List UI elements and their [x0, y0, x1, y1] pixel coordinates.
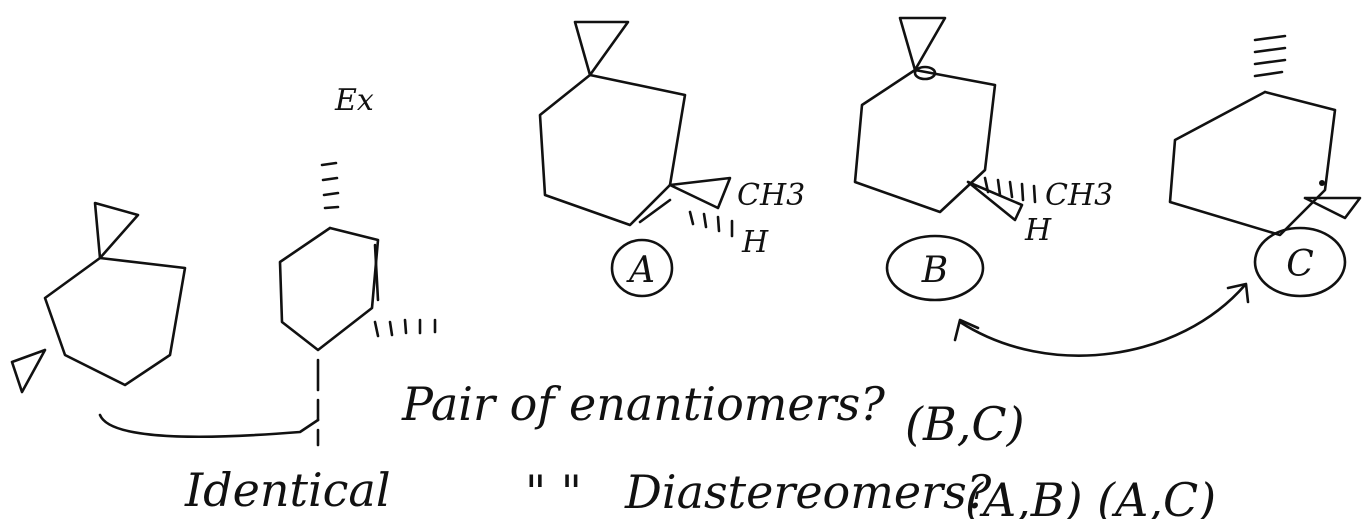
molecule-left-1 [10, 201, 187, 394]
annotation-identical: Identical [184, 463, 391, 517]
answer-diastereomers: (A,B) (A,C) [965, 473, 1216, 519]
molecule-left-2 [278, 161, 437, 447]
label-b-badge: B [885, 234, 985, 302]
molecule-a [538, 20, 734, 238]
ditto-mark: " " [525, 465, 582, 519]
identical-connector [98, 413, 320, 439]
annotation-ch3-a: CH3 [737, 178, 805, 213]
molecule-c [1168, 34, 1362, 237]
answer-enantiomers: (B,C) [905, 397, 1025, 451]
molecule-b [853, 16, 1037, 222]
label-c-badge: C [1253, 226, 1347, 298]
annotation-ch3-b: CH3 [1045, 178, 1113, 213]
label-a: A [626, 250, 655, 291]
question-diastereomers: Diastereomers? [624, 465, 992, 519]
annotation-h-b: H [1024, 213, 1052, 248]
question-enantiomers: Pair of enantiomers? [401, 377, 885, 431]
relation-arrow-b-c [953, 282, 1250, 357]
annotation-h-a: H [741, 225, 769, 260]
label-b: B [921, 250, 948, 291]
annotation-ex: Ex [334, 83, 374, 118]
label-a-badge: A [610, 238, 674, 298]
label-c: C [1286, 244, 1314, 285]
